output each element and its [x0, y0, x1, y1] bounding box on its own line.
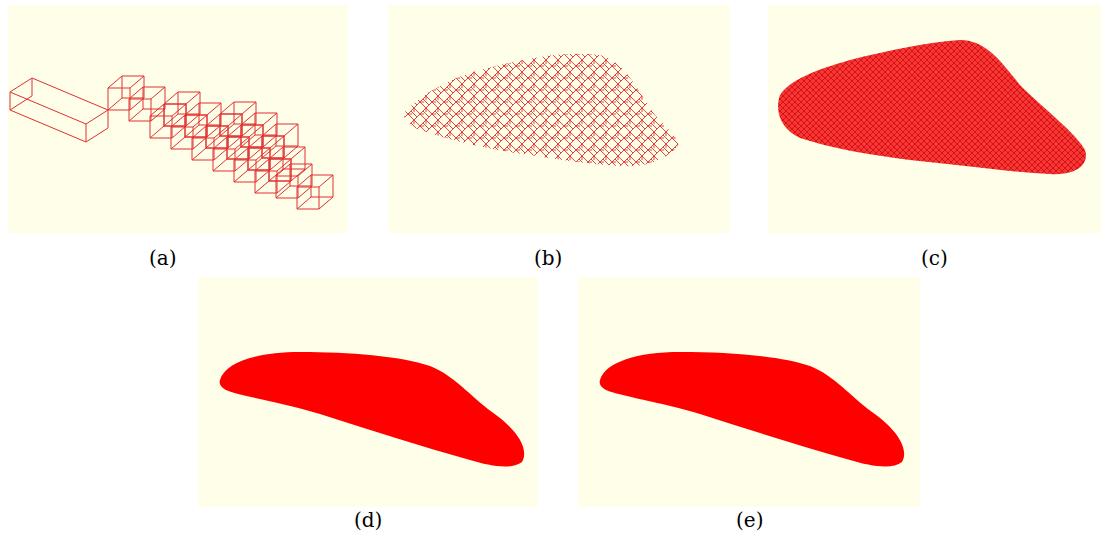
panel-label: (a) — [149, 246, 177, 270]
voxel-cube — [108, 76, 144, 110]
voxel-cube — [227, 125, 263, 159]
voxel-cube — [185, 103, 221, 137]
voxel-cube — [297, 175, 333, 209]
voxel-cube — [192, 126, 228, 160]
voxel-cube — [241, 113, 277, 147]
voxel-cube — [213, 137, 249, 171]
voxel-cube — [276, 164, 312, 198]
voxel-cube — [150, 104, 186, 138]
panel-label: (c) — [921, 246, 948, 270]
voxel-cube — [220, 102, 256, 136]
voxel-cube — [248, 136, 284, 170]
voxel-cube — [262, 124, 298, 158]
voxel-cube — [206, 114, 242, 148]
voxel-cube — [171, 115, 207, 149]
panel-label: (e) — [736, 508, 763, 532]
voxel-cube — [164, 92, 200, 126]
voxel-cube — [234, 148, 270, 182]
panel-label: (d) — [354, 508, 382, 532]
panel-label: (b) — [534, 246, 562, 270]
